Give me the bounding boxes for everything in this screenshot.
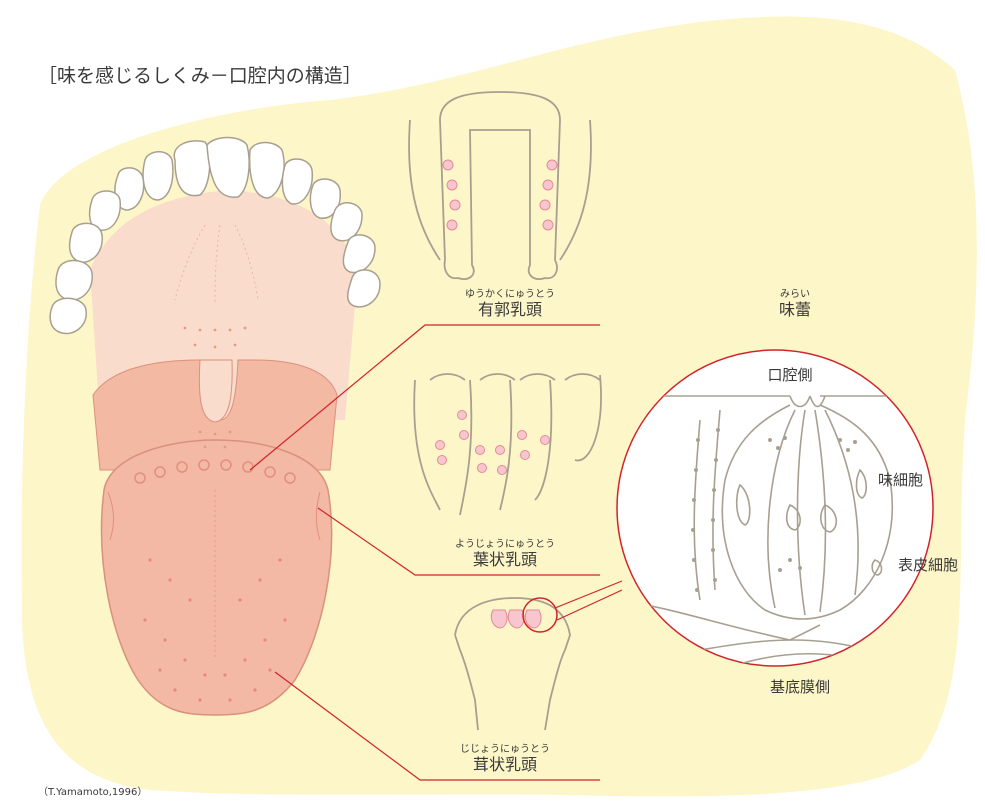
oral-side-label: 口腔側 bbox=[767, 366, 812, 384]
epithelial-cell-label: 表皮細胞 bbox=[898, 556, 958, 574]
source-credit: （T.Yamamoto,1996） bbox=[38, 786, 147, 798]
foliate-ruby: ようじょうにゅうとう bbox=[455, 538, 555, 550]
taste-bud-label: 味蕾 bbox=[779, 300, 811, 319]
circumvallate-label: 有郭乳頭 bbox=[478, 300, 542, 319]
circumvallate-ruby: ゆうかくにゅうとう bbox=[465, 288, 555, 300]
taste-cell-label: 味細胞 bbox=[878, 471, 923, 489]
fungiform-label: 茸状乳頭 bbox=[473, 755, 537, 774]
fungiform-ruby: じじょうにゅうとう bbox=[460, 743, 550, 755]
diagram-title: ［味を感じるしくみ－口腔内の構造］ bbox=[38, 65, 362, 87]
basal-side-label: 基底膜側 bbox=[770, 678, 830, 696]
foliate-label: 葉状乳頭 bbox=[473, 550, 537, 569]
taste-bud-ruby: みらい bbox=[780, 288, 810, 300]
fungiform-taste-buds bbox=[491, 610, 541, 628]
